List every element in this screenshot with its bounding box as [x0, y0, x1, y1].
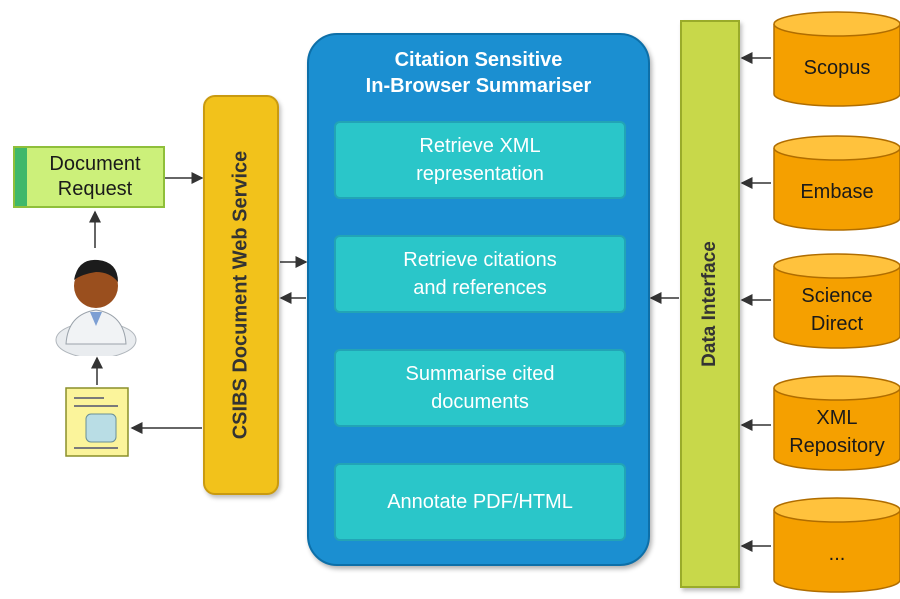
database-cylinder-icon	[773, 497, 900, 593]
step-retrieve-citations: Retrieve citations and references	[334, 235, 626, 313]
database-label: Scopus	[803, 57, 871, 79]
step-retrieve-xml: Retrieve XML representation	[334, 121, 626, 199]
step-annotate: Annotate PDF/HTML	[334, 463, 626, 541]
database-cylinder-icon	[773, 11, 900, 107]
database-scopus: Scopus	[772, 10, 900, 108]
data-interface-bar: Data Interface	[680, 20, 740, 588]
database-cylinder-icon	[773, 135, 900, 231]
user-icon	[55, 259, 137, 356]
document-icon	[65, 387, 129, 457]
database-xml-repository: XML Repository	[772, 374, 900, 472]
web-service-label: CSIBS Document Web Service	[229, 150, 252, 440]
database-label: XML Repository	[789, 407, 885, 457]
summariser-title: Citation Sensitive In-Browser Summariser	[365, 49, 592, 97]
database-label: Science Direct	[801, 285, 873, 335]
document-request-label: Document Request	[49, 153, 141, 200]
database-cylinder-icon	[773, 375, 900, 471]
data-interface-label: Data Interface	[699, 241, 720, 367]
document-request-box: Document Request	[13, 146, 165, 208]
database-more: ...	[772, 496, 900, 594]
database-label: ...	[828, 543, 846, 565]
database-science-direct: Science Direct	[772, 252, 900, 350]
database-embase: Embase	[772, 134, 900, 232]
web-service-bar: CSIBS Document Web Service	[203, 95, 279, 495]
summariser-box: Citation Sensitive In-Browser Summariser…	[307, 33, 650, 566]
step-summarise-documents: Summarise cited documents	[334, 349, 626, 427]
document-request-stripe	[15, 148, 27, 206]
database-label: Embase	[800, 181, 874, 203]
database-cylinder-icon	[773, 253, 900, 349]
